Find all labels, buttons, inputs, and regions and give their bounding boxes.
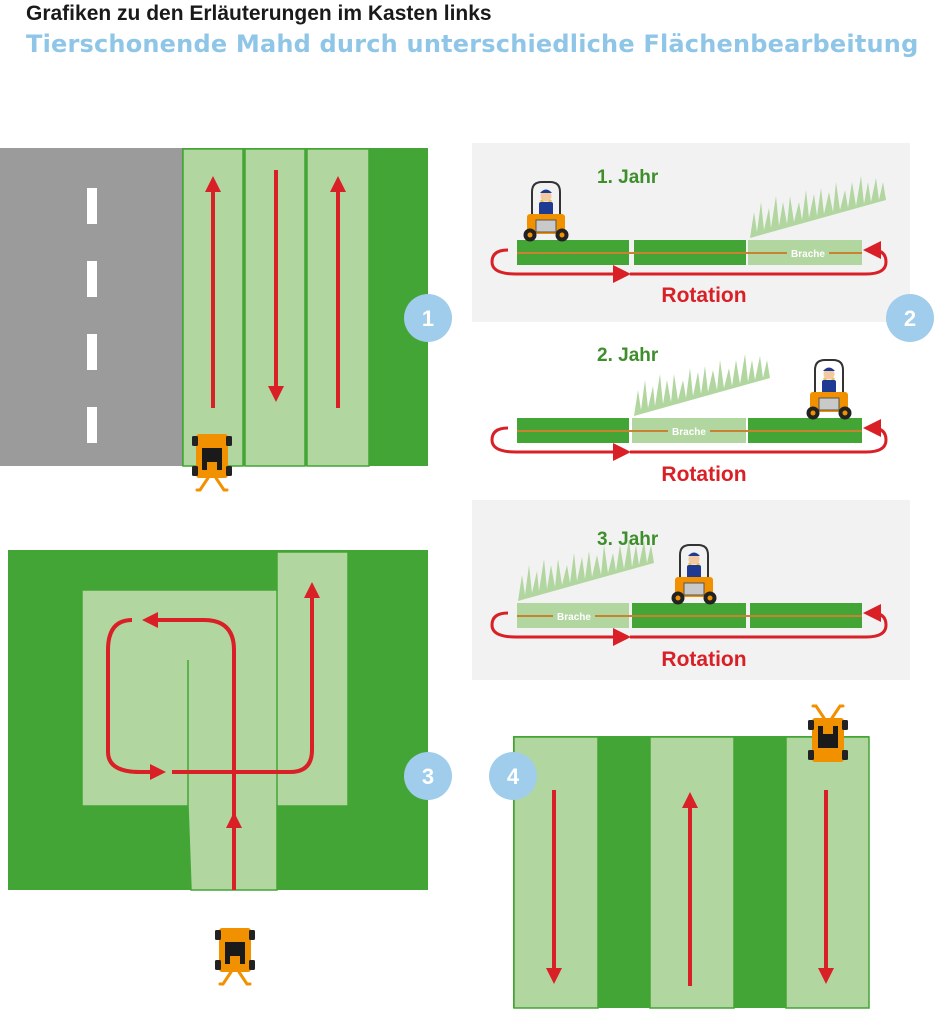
svg-text:2: 2 [904, 306, 916, 331]
diagram-4-alternating-strips [513, 706, 869, 1008]
rotation-label: Rotation [661, 284, 746, 307]
rotation-panel-2: 2. Jahr Brache Rotation [492, 345, 886, 486]
marker-2: 2 [886, 294, 934, 342]
year-label: 1. Jahr [597, 167, 659, 188]
svg-text:3: 3 [422, 764, 434, 789]
mower-icon [808, 706, 848, 762]
rider-mower-icon [807, 360, 852, 420]
marker-3: 3 [404, 752, 452, 800]
diagram-3-inside-out-mowing [8, 550, 428, 984]
mower-icon [215, 928, 255, 984]
mower-icon [192, 434, 232, 490]
diagram-1-strip-mowing [0, 148, 428, 490]
rotation-panel-1: 1. Jahr Brache Rotation [472, 143, 910, 322]
svg-text:1: 1 [422, 306, 434, 331]
fallow-label: Brache [672, 427, 706, 438]
rotation-label: Rotation [661, 648, 746, 671]
fallow-label: Brache [791, 249, 825, 260]
diagram-2-rotation: 1. Jahr Brache Rotation 2. Jahr Brache [472, 143, 910, 680]
marker-4: 4 [489, 752, 537, 800]
marker-1: 1 [404, 294, 452, 342]
fallow-label: Brache [557, 612, 591, 623]
year-label: 2. Jahr [597, 345, 659, 366]
rotation-label: Rotation [661, 463, 746, 486]
rotation-panel-3: 3. Jahr Brache Rotation [472, 500, 910, 680]
svg-text:4: 4 [507, 764, 520, 789]
